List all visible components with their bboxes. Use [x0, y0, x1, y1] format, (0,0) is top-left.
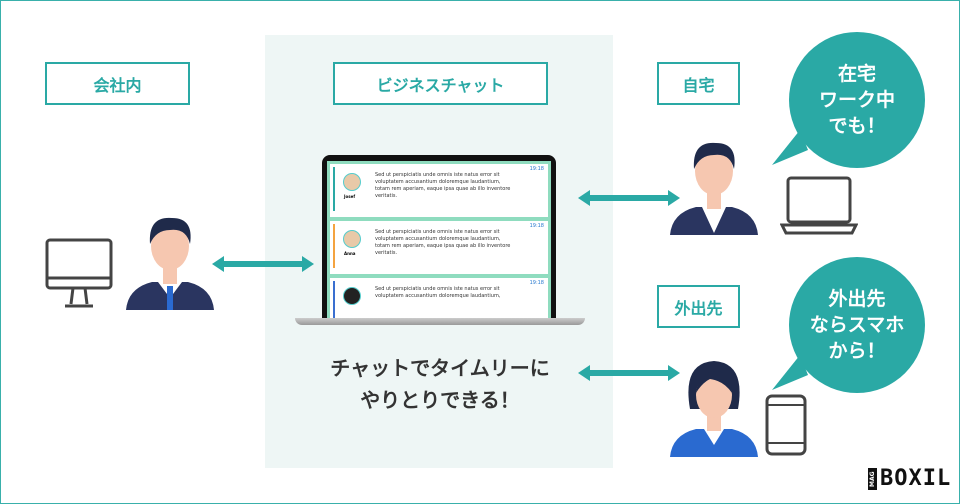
bubble-tail	[772, 130, 808, 165]
logo-mag: MAG	[868, 467, 877, 490]
message-text: Sed ut perspiciatis unde omnis iste natu…	[375, 172, 511, 199]
label-business-chat: ビジネスチャット	[333, 62, 548, 105]
double-arrow-icon	[578, 190, 680, 206]
chat-window: Josef Sed ut perspiciatis unde omnis ist…	[327, 161, 551, 320]
bubble-line: ワーク中	[818, 89, 895, 111]
desktop-monitor-icon	[45, 238, 113, 308]
caption: チャットでタイムリーに やりとりできる！	[280, 352, 600, 416]
message-text: Sed ut perspiciatis unde omnis iste natu…	[375, 286, 501, 299]
chat-message: Sed ut perspiciatis unde omnis iste natu…	[330, 278, 548, 320]
message-time: 19:18	[529, 166, 544, 172]
bubble-line: ならスマホ	[809, 314, 905, 336]
bubble-line: でも！	[828, 115, 886, 137]
bubble-line: 在宅	[837, 63, 876, 85]
sender-name: Anna	[344, 251, 356, 256]
avatar	[343, 173, 361, 191]
mobile-worker-person	[670, 361, 758, 457]
avatar	[343, 230, 361, 248]
label-home: 自宅	[657, 62, 740, 105]
boxil-mag-logo: MAG BOXIL	[868, 466, 951, 491]
label-office: 会社内	[45, 62, 190, 105]
message-time: 19:18	[529, 280, 544, 286]
speech-bubble-outside: 外出先 ならスマホ から！	[789, 257, 925, 393]
message-text: Sed ut perspiciatis unde omnis iste natu…	[375, 229, 511, 256]
laptop-icon	[780, 176, 858, 235]
speech-bubble-home: 在宅 ワーク中 でも！	[789, 32, 925, 168]
bubble-line: 外出先	[828, 288, 886, 310]
label-outside: 外出先	[657, 285, 740, 328]
home-worker-person	[670, 142, 758, 235]
smartphone-icon	[765, 394, 807, 456]
caption-line: やりとりできる！	[360, 388, 520, 412]
chat-message: Josef Sed ut perspiciatis unde omnis ist…	[330, 164, 548, 217]
double-arrow-icon	[578, 365, 680, 381]
bubble-line: から！	[828, 340, 886, 362]
chat-message: Anna Sed ut perspiciatis unde omnis iste…	[330, 221, 548, 274]
message-time: 19:18	[529, 223, 544, 229]
laptop-screen: Josef Sed ut perspiciatis unde omnis ist…	[322, 155, 556, 320]
avatar	[343, 287, 361, 305]
double-arrow-icon	[212, 256, 314, 272]
laptop-base	[295, 318, 585, 325]
logo-brand: BOXIL	[880, 466, 952, 491]
caption-line: チャットでタイムリーに	[330, 356, 550, 380]
office-worker-person	[126, 217, 214, 310]
bubble-tail	[772, 355, 808, 390]
sender-name: Josef	[344, 194, 356, 199]
